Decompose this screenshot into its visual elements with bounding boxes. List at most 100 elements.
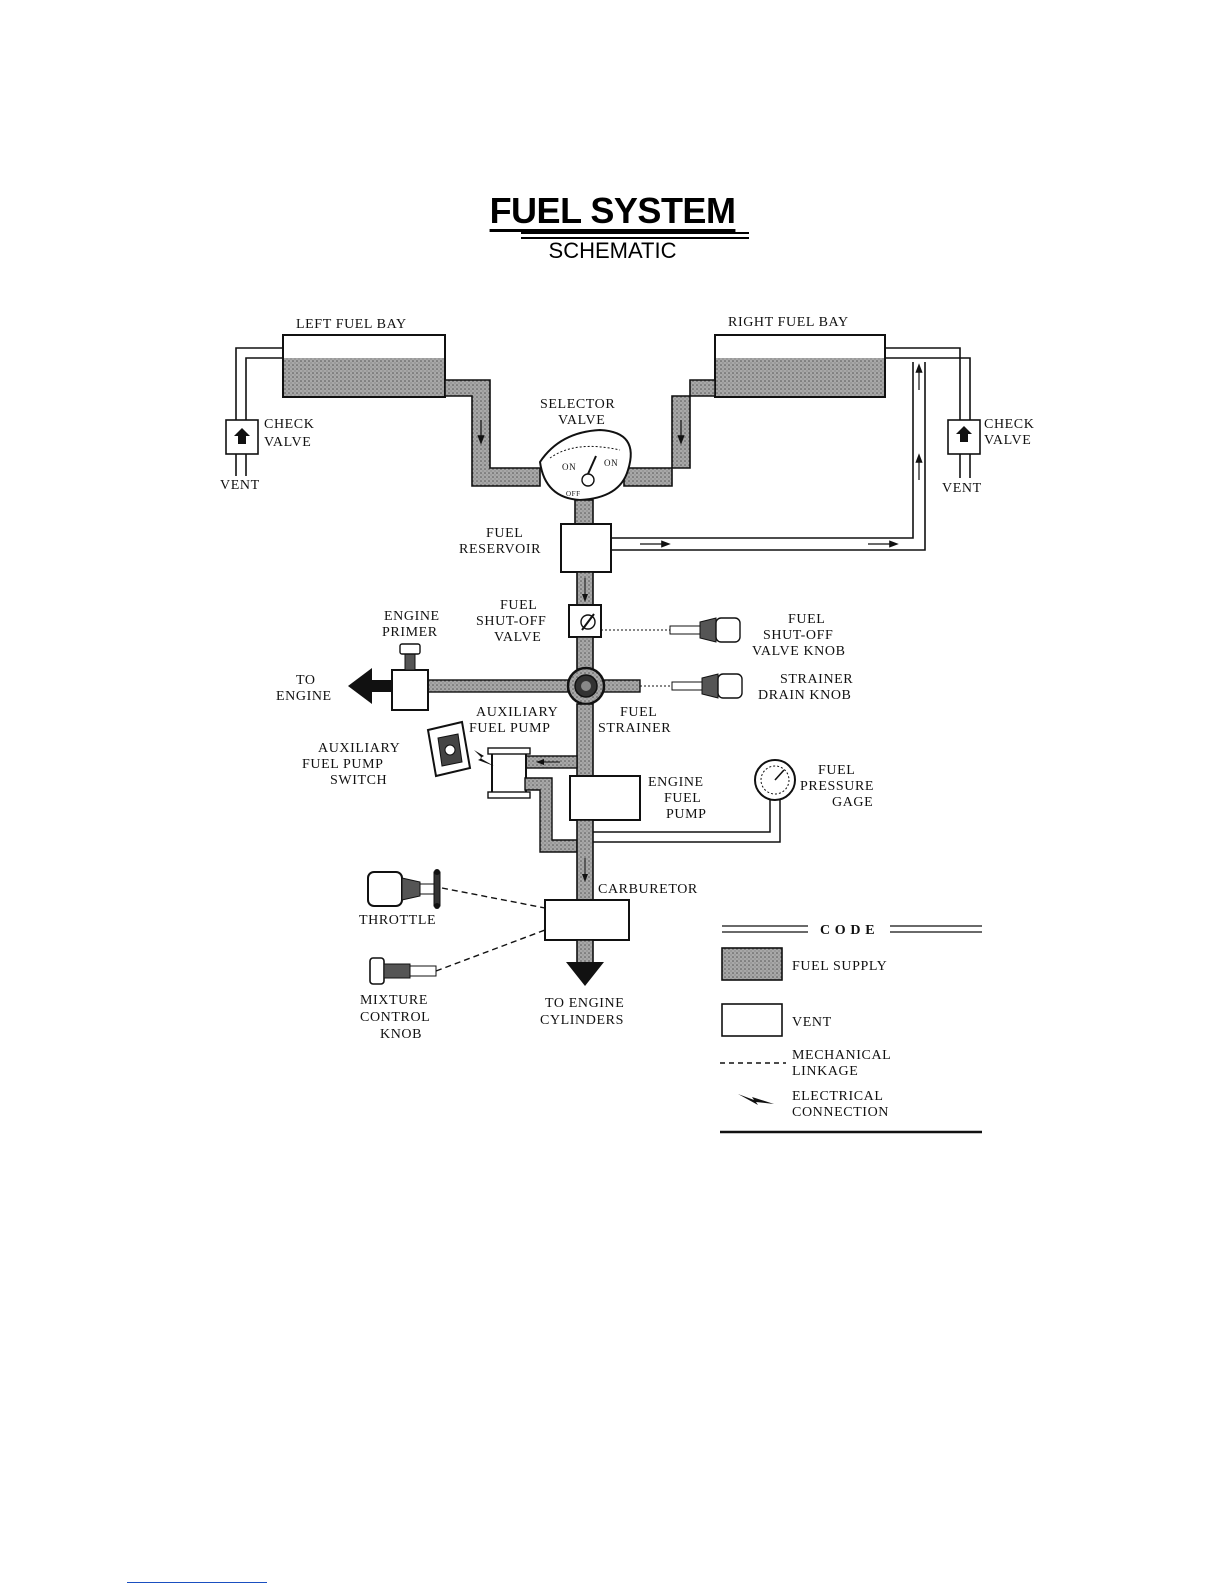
svg-text:PRESSURE: PRESSURE xyxy=(800,779,874,794)
label-check-valve-left: CHECK xyxy=(264,417,314,432)
to-cylinders-arrow-icon xyxy=(566,962,604,986)
strainer-drain-knob[interactable] xyxy=(671,673,743,699)
svg-text:CONNECTION: CONNECTION xyxy=(792,1105,889,1120)
svg-text:VALVE KNOB: VALVE KNOB xyxy=(752,644,846,659)
svg-text:STRAINER: STRAINER xyxy=(598,721,671,736)
to-engine-arrow-icon xyxy=(348,668,372,704)
footer-link-underline xyxy=(127,1582,267,1583)
label-mixture-control-knob: MIXTURE xyxy=(360,993,428,1008)
label-throttle: THROTTLE xyxy=(359,913,436,928)
svg-text:OFF: OFF xyxy=(566,490,581,498)
title-rule-bottom xyxy=(521,237,749,239)
svg-text:PRIMER: PRIMER xyxy=(382,625,438,640)
aux-switch-electrical-icon xyxy=(474,750,494,766)
svg-text:GAGE: GAGE xyxy=(832,795,873,810)
title-rule-top xyxy=(521,232,749,234)
label-engine-primer: ENGINE xyxy=(384,609,440,624)
fuel-shutoff-valve xyxy=(568,604,602,638)
fuel-pressure-gage xyxy=(754,759,796,801)
pressure-gage-line xyxy=(593,800,781,843)
svg-text:SHUT-OFF: SHUT-OFF xyxy=(476,614,546,629)
right-vent-line xyxy=(885,347,981,478)
to-engine-line xyxy=(370,680,392,692)
svg-text:KNOB: KNOB xyxy=(380,1027,422,1042)
primer-fuel-line xyxy=(427,679,569,693)
svg-text:SHUT-OFF: SHUT-OFF xyxy=(763,628,833,643)
throttle[interactable] xyxy=(367,869,441,909)
legend-code-title: C O D E xyxy=(820,923,875,938)
svg-text:VALVE: VALVE xyxy=(558,413,605,428)
label-fuel-strainer: FUEL xyxy=(620,705,657,720)
svg-text:FUEL PUMP: FUEL PUMP xyxy=(302,757,384,772)
legend-electrical-label: ELECTRICAL xyxy=(792,1089,884,1104)
label-right-fuel-bay: RIGHT FUEL BAY xyxy=(728,315,849,330)
label-engine-fuel-pump: ENGINE xyxy=(648,775,704,790)
label-selector-valve: SELECTOR xyxy=(540,397,615,412)
fuel-shutoff-valve-knob[interactable] xyxy=(669,617,741,643)
auxiliary-fuel-pump-switch[interactable] xyxy=(426,720,472,778)
right-check-valve-icon xyxy=(956,426,972,442)
label-left-fuel-bay: LEFT FUEL BAY xyxy=(296,317,407,332)
svg-text:VALVE: VALVE xyxy=(264,435,311,450)
mixture-linkage xyxy=(435,929,546,972)
fuel-reservoir xyxy=(560,523,612,573)
legend-mechanical-label: MECHANICAL xyxy=(792,1048,891,1063)
diagram-labels: LEFT FUEL BAY RIGHT FUEL BAY CHECK VALVE… xyxy=(220,315,1034,1042)
svg-text:PUMP: PUMP xyxy=(666,807,707,822)
svg-text:LINKAGE: LINKAGE xyxy=(792,1064,858,1079)
left-fuel-bay xyxy=(282,334,446,398)
left-fuel-line xyxy=(444,379,541,487)
svg-text:FUEL: FUEL xyxy=(664,791,701,806)
engine-primer[interactable] xyxy=(391,643,429,711)
svg-text:CYLINDERS: CYLINDERS xyxy=(540,1013,624,1028)
svg-text:ON: ON xyxy=(562,462,576,472)
svg-text:CONTROL: CONTROL xyxy=(360,1010,430,1025)
right-fuel-line xyxy=(623,379,716,487)
legend-vent-swatch xyxy=(721,1003,783,1037)
selector-valve: ON ON OFF xyxy=(538,428,632,502)
throttle-linkage xyxy=(441,887,546,909)
label-fuel-reservoir: FUEL xyxy=(486,526,523,541)
strainer-to-pump-line xyxy=(576,703,594,779)
legend: C O D E FUEL SUPPLY VENT MECHANICAL LINK… xyxy=(720,923,982,1134)
label-fuel-pressure-gage: FUEL xyxy=(818,763,855,778)
strainer-drain-line xyxy=(603,679,641,693)
shutoff-to-strainer-line xyxy=(576,636,594,670)
label-carburetor: CARBURETOR xyxy=(598,882,698,897)
label-to-engine: TO xyxy=(296,673,316,688)
mixture-control-knob[interactable] xyxy=(369,957,437,985)
page-title: FUEL SYSTEM xyxy=(489,190,736,231)
svg-text:VALVE: VALVE xyxy=(494,630,541,645)
legend-vent-label: VENT xyxy=(792,1015,832,1030)
label-vent-right: VENT xyxy=(942,481,982,496)
label-fuel-shutoff-valve: FUEL xyxy=(500,598,537,613)
label-check-valve-right: CHECK xyxy=(984,417,1034,432)
carburetor-outlet-line xyxy=(576,939,594,965)
reservoir-vent-return xyxy=(612,362,926,551)
label-aux-pump-switch: AUXILIARY xyxy=(318,741,400,756)
svg-text:ENGINE: ENGINE xyxy=(276,689,332,704)
left-check-valve-icon xyxy=(234,428,250,444)
page-subtitle: SCHEMATIC xyxy=(548,238,677,263)
right-fuel-bay xyxy=(714,334,886,398)
label-auxiliary-fuel-pump: AUXILIARY xyxy=(476,705,558,720)
fuel-strainer xyxy=(566,666,606,706)
svg-text:FUEL PUMP: FUEL PUMP xyxy=(469,721,551,736)
svg-text:DRAIN KNOB: DRAIN KNOB xyxy=(758,688,852,703)
svg-text:RESERVOIR: RESERVOIR xyxy=(459,542,541,557)
auxiliary-fuel-pump xyxy=(487,747,531,799)
engine-fuel-pump xyxy=(569,775,641,821)
carburetor xyxy=(544,899,630,941)
legend-fuel-supply-label: FUEL SUPPLY xyxy=(792,959,887,974)
svg-text:ON: ON xyxy=(604,458,618,468)
svg-text:SWITCH: SWITCH xyxy=(330,773,387,788)
selector-to-reservoir-line xyxy=(574,499,594,525)
label-to-engine-cylinders: TO ENGINE xyxy=(545,996,624,1011)
legend-fuel-supply-swatch xyxy=(721,947,783,981)
svg-text:VALVE: VALVE xyxy=(984,433,1031,448)
left-vent-line xyxy=(225,347,283,476)
legend-electrical-icon xyxy=(738,1094,774,1105)
label-shutoff-knob: FUEL xyxy=(788,612,825,627)
label-vent-left: VENT xyxy=(220,478,260,493)
